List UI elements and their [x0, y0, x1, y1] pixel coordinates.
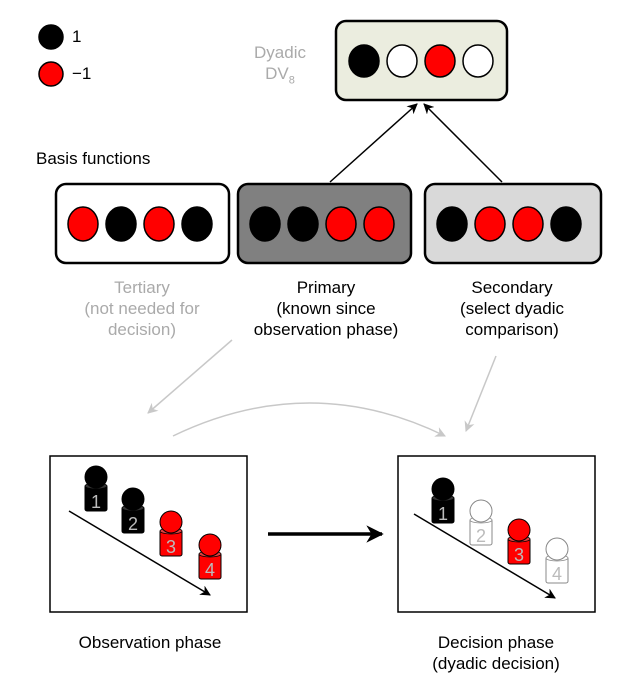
arrow-secondary-to-dyadic	[423, 103, 503, 183]
basis-dot-secondary	[512, 206, 544, 242]
token-head	[431, 477, 455, 501]
caption-tertiary: Tertiary (not needed for decision)	[84, 278, 200, 339]
token-number: 2	[128, 514, 138, 534]
dyadic-dot	[348, 44, 380, 78]
token-number: 3	[166, 537, 176, 557]
token-4: 4	[545, 537, 569, 584]
basis-dot-secondary	[474, 206, 506, 242]
legend-dots	[38, 24, 64, 87]
legend-label-negative: −1	[72, 64, 92, 83]
arrow-curved-flow	[172, 402, 446, 437]
token-number: 1	[438, 504, 448, 524]
basis-box-tertiary	[54, 182, 231, 265]
basis-dot-tertiary	[105, 206, 137, 242]
basis-dot-primary	[325, 206, 357, 242]
token-head	[198, 533, 222, 557]
token-head	[159, 510, 183, 534]
caption-secondary: Secondary (select dyadic comparison)	[460, 278, 564, 339]
caption-primary: Primary (known since observation phase)	[253, 278, 399, 339]
dyadic-dot	[424, 44, 456, 78]
basis-box-primary	[236, 182, 413, 265]
legend: 1 −1	[36, 24, 116, 94]
token-3: 3	[507, 518, 531, 565]
dyadic-label: Dyadic DV8	[240, 42, 320, 91]
basis-dot-tertiary	[67, 206, 99, 242]
arrow-tertiary-flow	[147, 339, 233, 414]
basis-dot-tertiary	[143, 206, 175, 242]
token-head	[84, 465, 108, 489]
basis-dot-tertiary	[181, 206, 213, 242]
token-head	[469, 499, 493, 523]
basis-dot-primary	[363, 206, 395, 242]
arrow-primary-to-dyadic	[329, 103, 418, 183]
legend-label-positive: 1	[72, 27, 82, 46]
dyadic-box	[334, 19, 509, 102]
token-4: 4	[198, 533, 222, 580]
dyadic-dot	[386, 44, 418, 78]
decision-order-arrow	[413, 513, 556, 599]
observation-box	[49, 455, 248, 613]
decision-pieces: 1 2 3 4	[431, 477, 569, 584]
basis-dot-secondary	[436, 206, 468, 242]
observation-phase-label: Observation phase	[78, 633, 222, 652]
token-number: 2	[476, 526, 486, 546]
arrow-secondary-flow	[464, 355, 497, 432]
decision-box	[397, 455, 596, 613]
token-1: 1	[431, 477, 455, 524]
basis-dots	[67, 206, 582, 242]
token-1: 1	[84, 465, 108, 512]
token-head	[545, 537, 569, 561]
token-head	[121, 487, 145, 511]
decision-phase-label: Decision phase (dyadic decision)	[432, 633, 560, 673]
dyadic-dot	[462, 44, 494, 78]
token-3: 3	[159, 510, 183, 557]
basis-dot-primary	[249, 206, 281, 242]
token-number: 4	[552, 564, 562, 584]
basis-dot-secondary	[550, 206, 582, 242]
observation-pieces: 1 2 3 4	[84, 465, 222, 580]
token-2: 2	[469, 499, 493, 546]
token-number: 3	[514, 545, 524, 565]
token-number: 1	[91, 492, 101, 512]
dyadic-label-sub: DV8	[265, 64, 295, 87]
observation-order-arrow	[68, 510, 211, 596]
dyadic-dots	[348, 44, 494, 78]
legend-dot-negative	[38, 61, 64, 87]
token-head	[507, 518, 531, 542]
token-2: 2	[121, 487, 145, 534]
legend-dot-positive	[38, 24, 64, 50]
basis-dot-primary	[287, 206, 319, 242]
dyadic-label-main: Dyadic	[254, 43, 306, 62]
token-number: 4	[205, 560, 215, 580]
basis-functions-title: Basis functions	[36, 149, 151, 168]
